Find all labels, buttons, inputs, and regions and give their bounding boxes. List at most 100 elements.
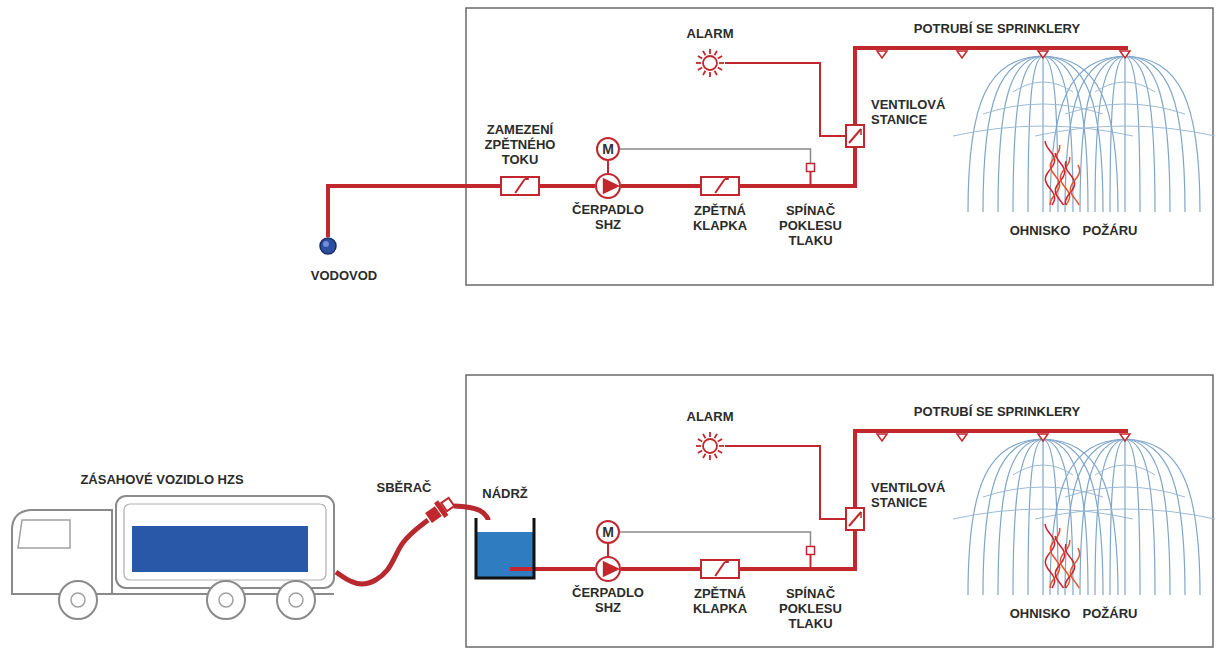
water-spray	[968, 439, 1043, 595]
water-spray	[1095, 82, 1155, 92]
shape-outline	[845, 507, 865, 531]
alarm-ray	[698, 56, 702, 59]
sprinkler-head	[877, 51, 887, 58]
water-spray	[1043, 56, 1073, 212]
alarm-symbol: ALARM	[695, 431, 725, 461]
fire-label: POŽÁRU	[1081, 607, 1140, 622]
component-label: ALARM	[685, 410, 736, 425]
sprinkler-head	[1038, 51, 1048, 58]
pump-circle	[596, 174, 620, 198]
shape-outline	[474, 518, 536, 580]
water-spray	[983, 56, 1043, 212]
alarm-ray	[698, 68, 702, 71]
water-spray	[1124, 56, 1125, 212]
station-seat	[860, 512, 862, 518]
station-body	[846, 508, 864, 530]
water-main: VODOVOD	[319, 237, 337, 255]
water-pipe	[540, 184, 595, 188]
water-spray	[1110, 56, 1125, 212]
water-spray	[1125, 56, 1140, 212]
water-spray	[983, 487, 1103, 497]
pressure-switch: SPÍNAČ POKLESU TLAKU	[806, 546, 815, 555]
valve-body	[701, 560, 739, 578]
truck-hub	[219, 593, 233, 607]
motor-circle	[597, 521, 619, 543]
switch-box	[807, 547, 815, 555]
pump-symbol: ČERPADLO SHZ	[595, 173, 621, 199]
alarm-ray	[709, 432, 711, 437]
component-label: VENTILOVÁ STANICE	[869, 481, 957, 511]
alarm-ray	[703, 51, 706, 55]
component-label: ČERPADLO SHZ	[564, 586, 652, 616]
alarm-symbol: ALARM	[695, 48, 725, 78]
shape-outline	[500, 176, 540, 196]
water-spray	[1043, 439, 1073, 595]
water-spray	[1125, 56, 1185, 212]
water-spray	[1043, 439, 1103, 595]
sprinkler-head	[957, 434, 967, 441]
water-spray	[1065, 56, 1125, 212]
valve-seat	[725, 178, 729, 180]
water-main-highlight	[323, 241, 329, 247]
alarm-ray	[709, 49, 711, 54]
water-spray	[1080, 439, 1125, 595]
motor-letter: M	[596, 520, 620, 544]
truck-wheel	[277, 581, 315, 619]
valve-seat	[525, 178, 529, 180]
alarm-bell	[703, 439, 717, 453]
alarm-ray	[696, 62, 701, 64]
water-spray	[1043, 56, 1088, 212]
water-spray	[1065, 439, 1125, 595]
pipe-label: POTRUBÍ SE SPRINKLERY	[912, 22, 1082, 37]
water-pipe	[621, 184, 700, 188]
valve-body	[501, 177, 539, 195]
shape-outline	[8, 490, 336, 625]
motor-symbol: M	[596, 520, 620, 544]
alarm-ray	[703, 71, 706, 75]
fire-flame	[1070, 165, 1079, 205]
shape-outline	[806, 546, 815, 555]
signal-line	[620, 532, 811, 546]
water-spray	[1125, 439, 1200, 595]
station-flap	[849, 512, 861, 526]
station-body	[846, 125, 864, 147]
valve-seat	[725, 561, 729, 563]
station-flap	[849, 129, 861, 143]
water-spray	[1095, 465, 1155, 475]
alarm-ray	[715, 71, 718, 75]
motor-symbol: M	[596, 137, 620, 161]
alarm-ray	[719, 445, 724, 447]
pipe-label: POTRUBÍ SE SPRINKLERY	[912, 405, 1082, 420]
water-spray	[1125, 439, 1155, 595]
valve-body	[701, 177, 739, 195]
water-spray	[1065, 487, 1185, 497]
tank-outlet	[510, 567, 536, 571]
truck-water	[132, 526, 308, 572]
valve-station: VENTILOVÁ STANICE	[845, 124, 865, 148]
shape-outline	[695, 48, 725, 78]
motor-circle	[597, 138, 619, 160]
signal-line	[620, 149, 811, 163]
shape-outline	[424, 498, 456, 522]
sprinkler-head	[1038, 434, 1048, 441]
component-label: ZAMEZENÍ ZPĚTNÉHO TOKU	[476, 123, 564, 168]
coupling-part	[441, 498, 454, 511]
switch-stub	[810, 172, 812, 184]
alarm-ray	[696, 445, 701, 447]
component-label: NÁDRŽ	[480, 487, 530, 502]
truck-hub	[71, 593, 85, 607]
alarm-ray	[718, 439, 722, 442]
water-pipe	[740, 531, 855, 569]
shape-outline	[695, 431, 725, 461]
component-label: ALARM	[685, 27, 736, 42]
water-spray	[983, 439, 1043, 595]
shape-outline	[595, 173, 621, 199]
pump-triangle	[603, 178, 620, 195]
water-spray	[1125, 439, 1170, 595]
water-spray	[1125, 56, 1170, 212]
alarm-ray	[715, 51, 718, 55]
water-spray	[1065, 104, 1185, 114]
water-spray	[1110, 439, 1125, 595]
